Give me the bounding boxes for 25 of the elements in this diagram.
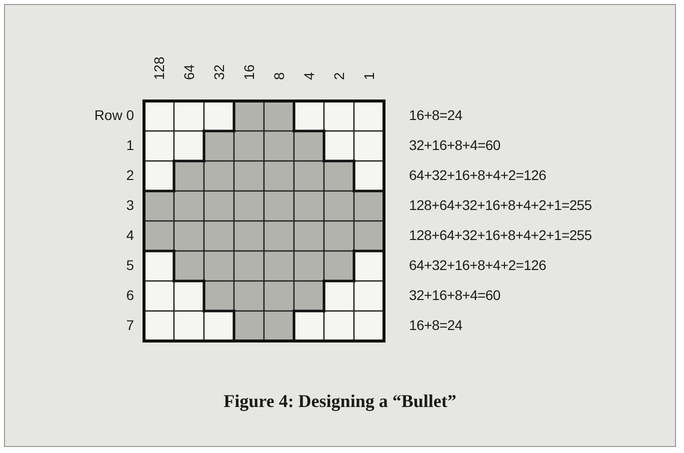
row-sum-equation: 16+8=24 [409, 107, 462, 123]
column-weight-label: 8 [272, 71, 286, 80]
column-weight-label: 32 [212, 63, 226, 80]
row-label: 1 [125, 137, 134, 153]
column-weight-label: 4 [302, 71, 316, 80]
row-label: 5 [125, 257, 134, 273]
row-sum-equation: 64+32+16+8+4+2=126 [409, 257, 546, 273]
row-sum-equation: 32+16+8+4=60 [409, 287, 500, 303]
row-sum-equation: 16+8=24 [409, 317, 462, 333]
row-label: 6 [125, 287, 134, 303]
row-label: 2 [125, 167, 134, 183]
column-weight-label: 1 [362, 71, 376, 80]
row-label: 3 [125, 197, 134, 213]
row-sum-equation: 128+64+32+16+8+4+2+1=255 [409, 197, 592, 213]
figure-caption: Figure 4: Designing a “Bullet” [222, 391, 458, 412]
column-weight-label: 128 [152, 56, 166, 80]
row-label: 4 [125, 227, 134, 243]
column-weight-label: 2 [332, 71, 346, 80]
row-label: Row 0 [93, 107, 134, 123]
row-sum-equation: 64+32+16+8+4+2=126 [409, 167, 546, 183]
row-label: 7 [125, 317, 134, 333]
row-sum-equation: 128+64+32+16+8+4+2+1=255 [409, 227, 592, 243]
column-weight-label: 64 [182, 63, 196, 80]
column-weight-label: 16 [242, 63, 256, 80]
row-sum-equation: 32+16+8+4=60 [409, 137, 500, 153]
